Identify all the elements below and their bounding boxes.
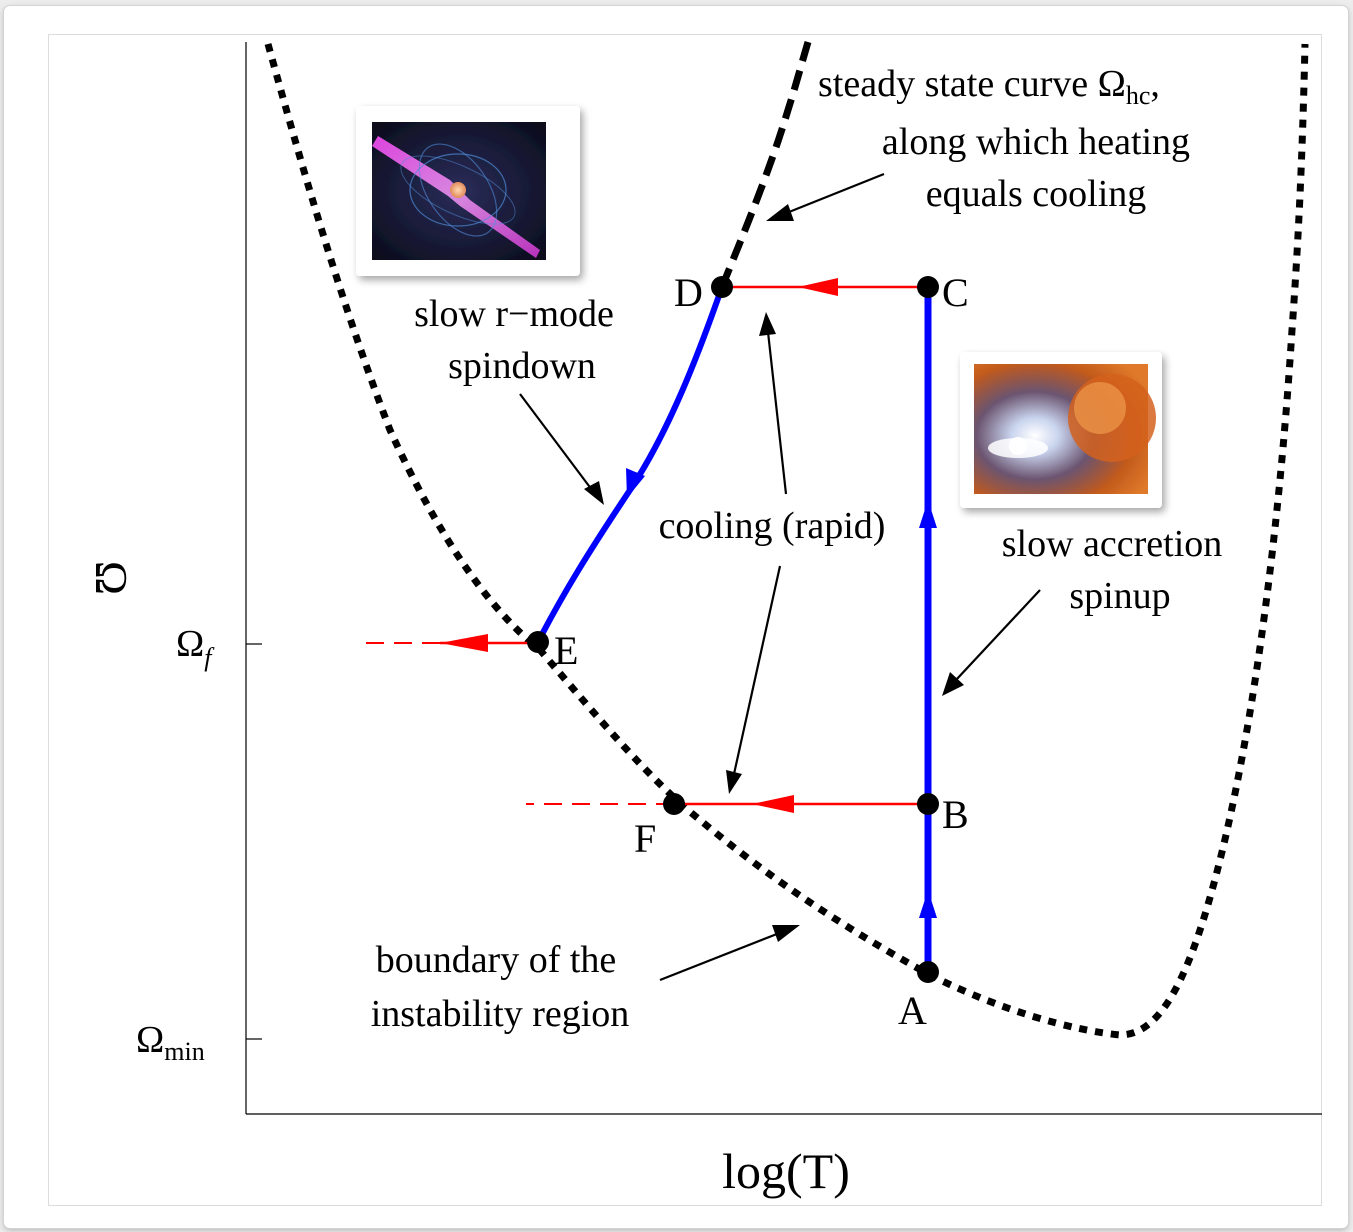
boundary-line2: instability region — [371, 993, 630, 1035]
accretion-pointer-head — [942, 672, 964, 696]
steady-state-line3: equals cooling — [926, 173, 1147, 215]
cooling-arrow-e — [440, 634, 488, 652]
pulsar-thumbnail — [356, 106, 580, 276]
cooling-pointer-down — [732, 565, 782, 775]
spinup-arrow-upper — [919, 500, 937, 528]
x-axis-label: log(T) — [722, 1143, 850, 1199]
spinup-arrow-lower — [919, 890, 937, 918]
cooling-pointer-up — [766, 331, 788, 495]
spindown-pointer — [519, 393, 593, 491]
point-a — [917, 961, 939, 983]
steady-state-curve — [718, 40, 812, 289]
label-a: A — [898, 988, 927, 1033]
boundary-pointer — [659, 930, 783, 982]
steady-state-pointer — [783, 172, 885, 216]
point-c — [917, 276, 939, 298]
steady-state-line2: along which heating — [882, 121, 1190, 163]
cooling-arrow-cd — [798, 278, 838, 296]
cooling-label: cooling (rapid) — [659, 505, 886, 547]
steady-state-line1: steady state curve Ωhc, — [818, 63, 1160, 110]
plot-panel — [48, 34, 1322, 1206]
accretion-pointer — [955, 589, 1041, 681]
boundary-pointer-head — [772, 925, 800, 942]
y-axis-label: Ω — [86, 561, 137, 595]
label-b: B — [942, 792, 969, 837]
label-c: C — [942, 270, 969, 315]
point-e — [527, 631, 549, 653]
accretion-line2: spinup — [1069, 575, 1170, 617]
cooling-arrow-bf — [752, 795, 794, 813]
spindown-pointer-head — [584, 481, 604, 505]
label-e: E — [554, 628, 578, 673]
boundary-line1: boundary of the — [376, 939, 617, 981]
cooling-pointer-down-head — [726, 770, 742, 794]
spindown-arrow — [626, 468, 645, 498]
label-d: D — [674, 270, 703, 315]
point-d — [711, 276, 733, 298]
spindown-line1: slow r−mode — [414, 293, 614, 335]
rmode-spindown-path — [535, 286, 725, 644]
accretion-thumbnail — [960, 352, 1162, 508]
spindown-line2: spindown — [448, 345, 596, 387]
tick-label-omega-f: Ωf — [176, 623, 215, 672]
accretion-line1: slow accretion — [1002, 523, 1223, 565]
point-b — [917, 793, 939, 815]
point-f — [663, 793, 685, 815]
label-f: F — [634, 816, 656, 861]
steady-state-pointer-head — [766, 204, 794, 221]
tick-label-omega-min: Ωmin — [136, 1019, 205, 1066]
cooling-pointer-up-head — [759, 312, 776, 336]
